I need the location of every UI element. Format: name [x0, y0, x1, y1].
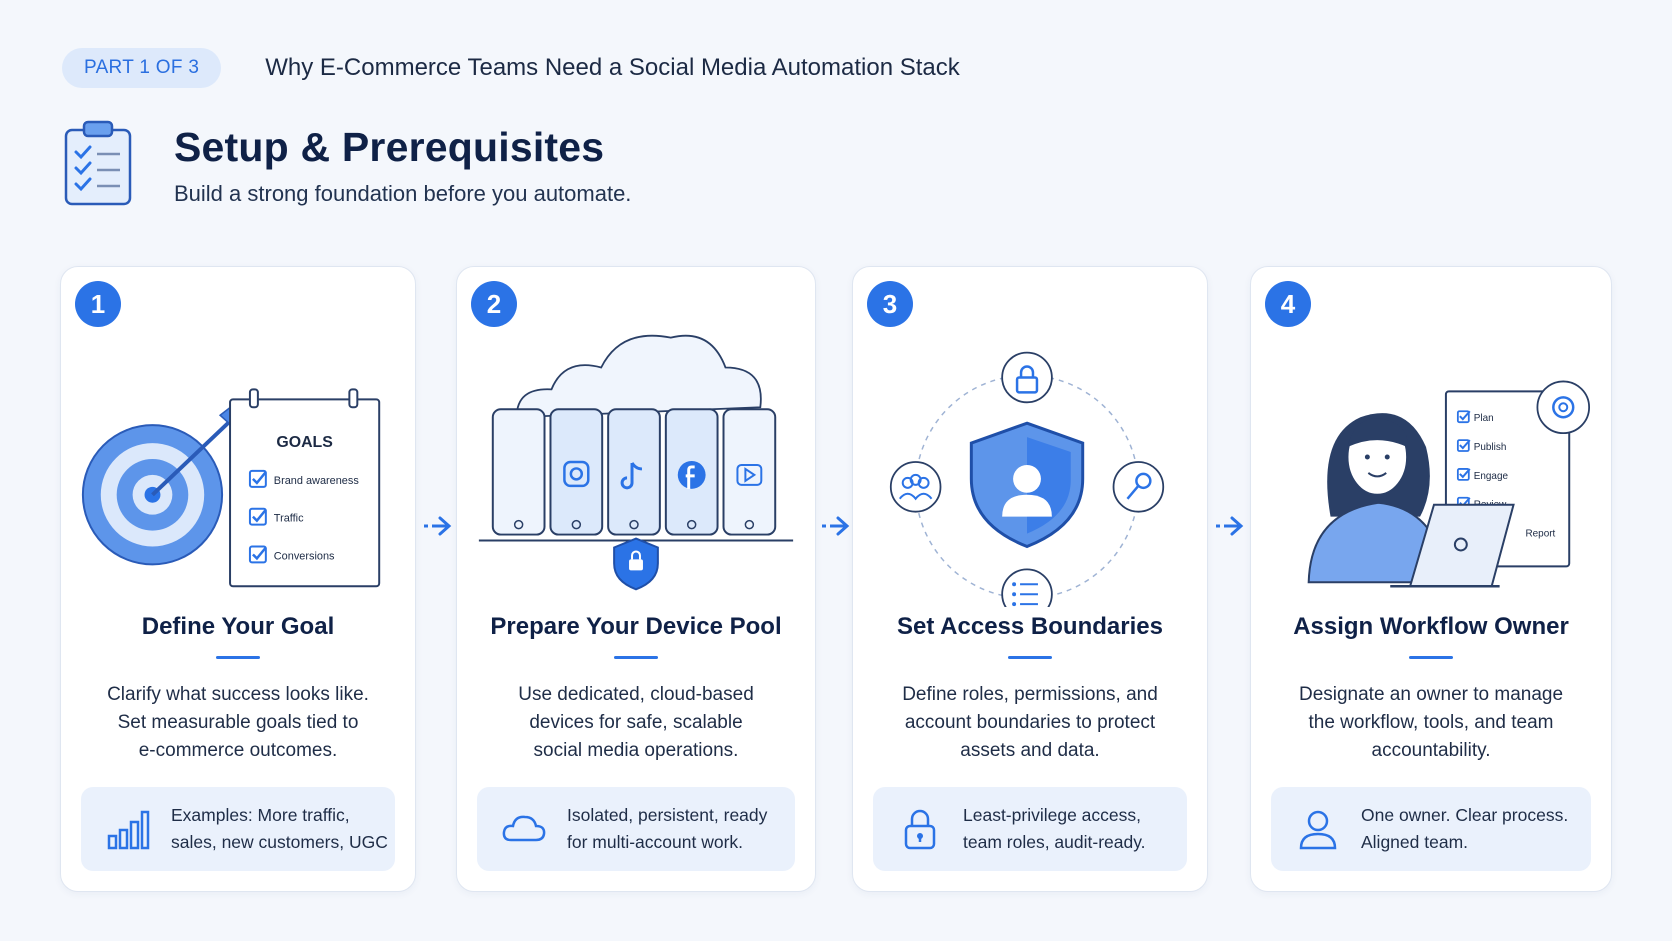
clipboard-checklist-icon [64, 120, 132, 206]
arrow-right-icon [822, 516, 850, 536]
card-description: Define roles, permissions, and account b… [902, 684, 1158, 761]
card-footnote: One owner. Clear process. Aligned team. [1271, 787, 1591, 871]
arrow-right-icon [1216, 516, 1244, 536]
part-badge: PART 1 OF 3 [62, 48, 222, 88]
goal-item: Brand awareness [274, 475, 360, 487]
footnote-line: for multi-account work. [567, 832, 744, 852]
card-description: Use dedicated, cloud-based devices for s… [518, 684, 754, 761]
series-title: Why E-Commerce Teams Need a Social Media… [265, 54, 960, 81]
video-icon [736, 463, 763, 486]
page-header: Setup & Prerequisites Build a strong fou… [62, 118, 631, 208]
card-footnote: Isolated, persistent, ready for multi-ac… [477, 787, 795, 871]
card-description: Designate an owner to manage the workflo… [1298, 684, 1564, 761]
step-number: 4 [1265, 281, 1311, 327]
footnote-line: Isolated, persistent, ready [567, 805, 768, 825]
title-divider [1409, 656, 1453, 659]
checklist-item: Engage [1474, 471, 1509, 482]
team-node [889, 461, 942, 513]
step-number: 2 [471, 281, 517, 327]
lock-icon [904, 809, 936, 850]
footnote-line: Aligned team. [1361, 832, 1469, 852]
goal-item: Conversions [274, 550, 335, 562]
title-divider [216, 656, 260, 659]
step-card-workflow-owner: 4 Plan Publish Engage Review Report [1250, 266, 1612, 892]
gear-icon [1552, 396, 1575, 419]
device-pool-illustration [478, 334, 794, 591]
card-footnote: Least-privilege access, team roles, audi… [873, 787, 1187, 871]
arrow-right-icon [424, 516, 452, 536]
tiktok-icon [620, 462, 643, 490]
person-with-laptop [1307, 413, 1515, 588]
goals-board: GOALS Brand awareness Traffic Conversion… [229, 388, 381, 588]
checklist-node [1001, 568, 1053, 607]
step-number: 1 [75, 281, 121, 327]
step-number: 3 [867, 281, 913, 327]
bar-chart-icon [107, 810, 150, 850]
goals-board-title: GOALS [276, 434, 333, 451]
footnote-line: Least-privilege access, [963, 805, 1141, 825]
report-label: Report [1525, 529, 1555, 540]
footnote-line: One owner. Clear process. [1361, 805, 1569, 825]
title-divider [1008, 656, 1052, 659]
card-title: Define Your Goal [141, 613, 335, 640]
footnote-line: Examples: More traffic, [171, 805, 350, 825]
target-icon [81, 400, 256, 566]
workflow-owner-illustration: Plan Publish Engage Review Report [1307, 380, 1591, 588]
user-icon [1299, 810, 1337, 850]
footnote-line: sales, new customers, UGC [171, 832, 388, 852]
title-divider [614, 656, 658, 659]
phone-row [491, 408, 777, 536]
card-footnote: Examples: More traffic, sales, new custo… [81, 787, 395, 871]
card-title: Prepare Your Device Pool [490, 613, 782, 640]
goal-item: Traffic [274, 513, 304, 525]
card-title: Assign Workflow Owner [1293, 613, 1569, 640]
page-title: Setup & Prerequisites [174, 124, 605, 170]
cloud-icon [502, 815, 546, 842]
access-shield-illustration [889, 351, 1165, 607]
top-row: PART 1 OF 3 Why E-Commerce Teams Need a … [62, 48, 960, 88]
footnote-line: team roles, audit-ready. [963, 832, 1146, 852]
step-card-define-goal: 1 GOALS Brand awareness Traffic Conversi… [60, 266, 416, 892]
card-title: Set Access Boundaries [897, 613, 1163, 640]
goal-target-illustration: GOALS Brand awareness Traffic Conversion… [81, 388, 381, 588]
checklist-item: Plan [1474, 413, 1494, 424]
step-card-access-boundaries: 3 Set Access Boundaries Define roles, pe… [852, 266, 1208, 892]
page-subtitle: Build a strong foundation before you aut… [174, 181, 632, 206]
step-card-device-pool: 2 Prepare Your Device Pool U [456, 266, 816, 892]
instagram-icon [563, 460, 590, 488]
card-description: Clarify what success looks like. Set mea… [107, 684, 369, 761]
cloud-icon [515, 334, 762, 419]
checklist-item: Publish [1474, 442, 1507, 453]
